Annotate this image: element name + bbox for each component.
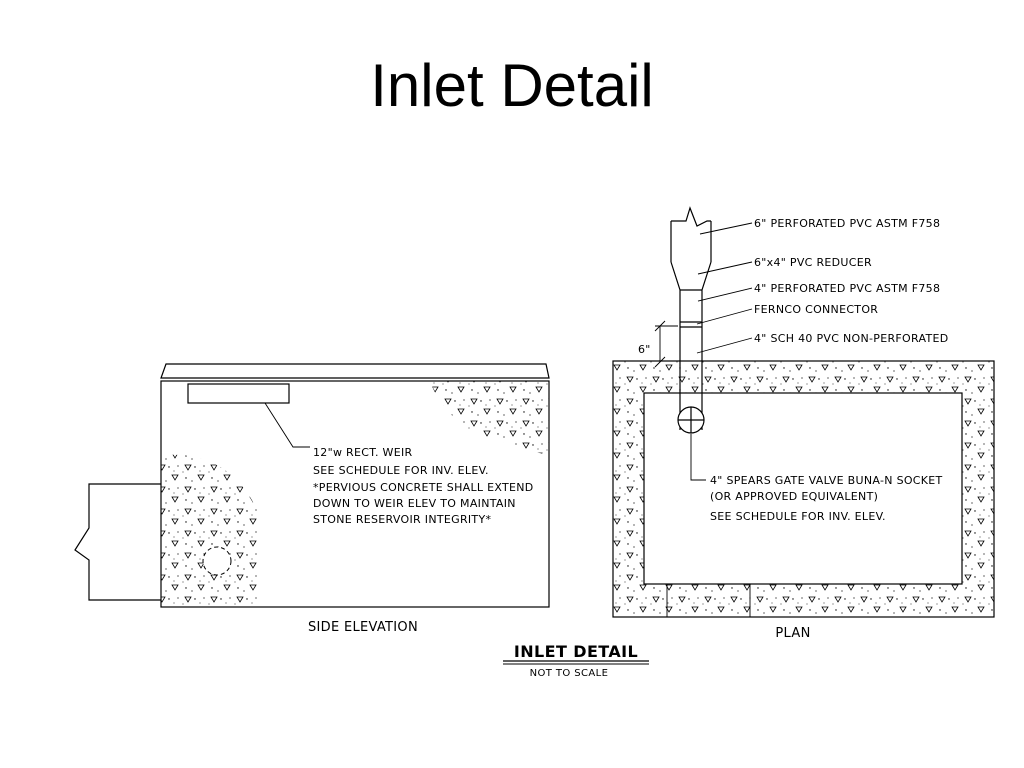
weir-notes: 12"w RECT. WEIR SEE SCHEDULE FOR INV. EL… (313, 446, 534, 526)
weir-note-1: 12"w RECT. WEIR (313, 446, 413, 459)
rect-weir (187, 383, 290, 404)
pipe-break-line (671, 206, 711, 227)
slide-title: Inlet Detail (370, 52, 654, 119)
dimension-label: 6" (638, 343, 651, 356)
outlet-pipe (74, 483, 161, 601)
valve-note-3: SEE SCHEDULE FOR INV. ELEV. (710, 510, 886, 523)
weir-note-4: DOWN TO WEIR ELEV TO MAINTAIN (313, 497, 516, 510)
pervious-concrete-left (161, 454, 258, 607)
callout-4in-perforated: 4" PERFORATED PVC ASTM F758 (754, 282, 940, 295)
pipe-section-dashed (202, 546, 232, 576)
plan-view: 6" 6" PERFORATED PVC ASTM F758 6"x4" PVC… (612, 206, 995, 641)
callout-leaders (690, 222, 753, 481)
detail-title-block: INLET DETAIL NOT TO SCALE (503, 642, 649, 679)
weir-note-3: *PERVIOUS CONCRETE SHALL EXTEND (313, 481, 534, 494)
valve-note-1: 4" SPEARS GATE VALVE BUNA-N SOCKET (710, 474, 943, 487)
valve-note-2: (OR APPROVED EQUIVALENT) (710, 490, 878, 503)
gate-valve-symbol (677, 406, 705, 434)
plan-label: PLAN (775, 626, 810, 641)
callout-reducer: 6"x4" PVC REDUCER (754, 256, 872, 269)
weir-note-5: STONE RESERVOIR INTEGRITY* (313, 513, 491, 526)
side-elevation-label: SIDE ELEVATION (308, 620, 418, 635)
side-elevation-view: 12"w RECT. WEIR SEE SCHEDULE FOR INV. EL… (74, 363, 550, 635)
dimension-6in: 6" (638, 320, 678, 368)
pipe-callouts: 6" PERFORATED PVC ASTM F758 6"x4" PVC RE… (754, 217, 949, 345)
concrete-perimeter (613, 361, 994, 617)
detail-title: INLET DETAIL (514, 642, 638, 661)
valve-notes: 4" SPEARS GATE VALVE BUNA-N SOCKET (OR A… (710, 474, 943, 523)
callout-fernco: FERNCO CONNECTOR (754, 303, 878, 316)
callout-sch40: 4" SCH 40 PVC NON-PERFORATED (754, 332, 949, 345)
callout-6in-perforated: 6" PERFORATED PVC ASTM F758 (754, 217, 940, 230)
weir-note-2: SEE SCHEDULE FOR INV. ELEV. (313, 464, 489, 477)
detail-subtitle: NOT TO SCALE (530, 668, 609, 679)
pervious-concrete-corner (430, 381, 549, 455)
